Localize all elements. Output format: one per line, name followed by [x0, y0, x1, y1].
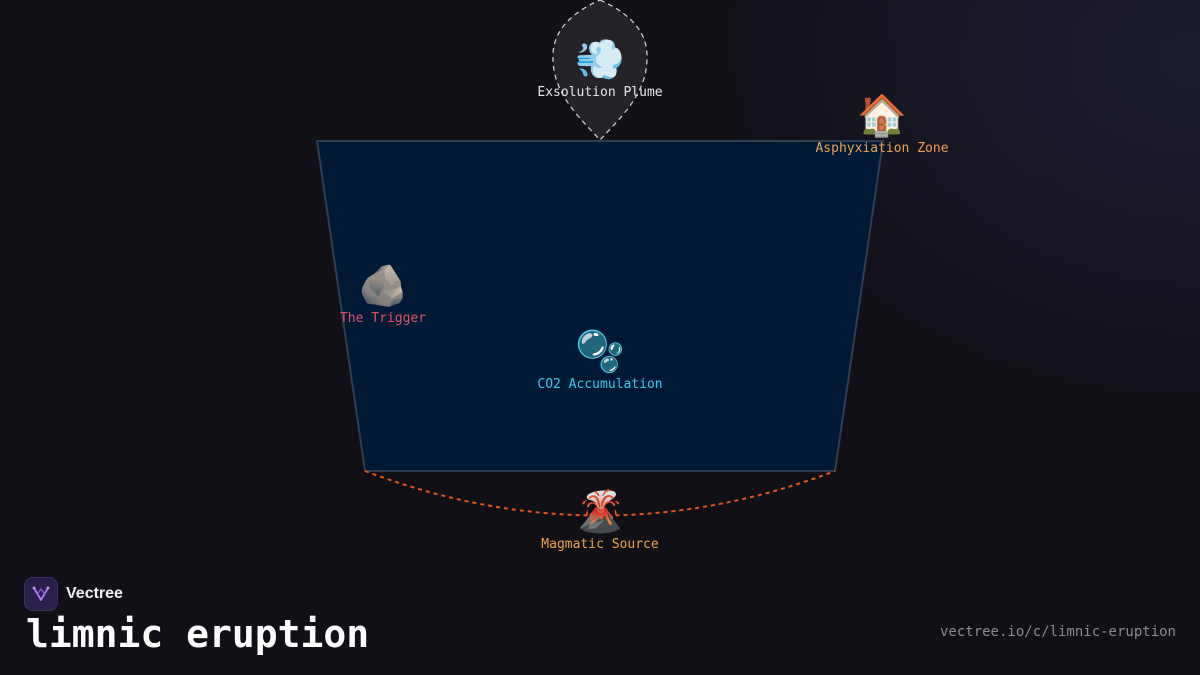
vectree-logo-icon — [24, 577, 58, 611]
node-label: Exsolution Plume — [537, 85, 663, 100]
node-the-trigger[interactable]: 🪨 The Trigger — [283, 262, 483, 328]
node-co2-accumulation[interactable]: 🫧 CO2 Accumulation — [500, 328, 700, 394]
bubbles-icon: 🫧 — [575, 329, 625, 375]
house-icon: 🏠 — [857, 93, 907, 139]
footer-url[interactable]: vectree.io/c/limnic-eruption — [939, 624, 1176, 640]
node-label: Magmatic Source — [541, 537, 659, 552]
brand[interactable]: Vectree — [24, 577, 123, 611]
dash-symbol-icon: 💨 — [575, 37, 625, 83]
magma-connector — [364, 470, 836, 517]
node-magmatic-source[interactable]: 🌋 Magmatic Source — [500, 488, 700, 554]
volcano-icon: 🌋 — [575, 489, 625, 535]
brand-name: Vectree — [66, 585, 123, 602]
node-asphyxiation-zone[interactable]: 🏠 Asphyxiation Zone — [782, 92, 982, 158]
node-label: The Trigger — [339, 311, 427, 326]
rock-icon: 🪨 — [358, 263, 408, 309]
page-title: limnic eruption — [26, 612, 370, 656]
node-label: Asphyxiation Zone — [815, 141, 949, 156]
node-exsolution-plume[interactable]: 💨 Exsolution Plume — [500, 36, 700, 102]
node-label: CO2 Accumulation — [537, 377, 663, 392]
plume-shape — [552, 0, 648, 141]
